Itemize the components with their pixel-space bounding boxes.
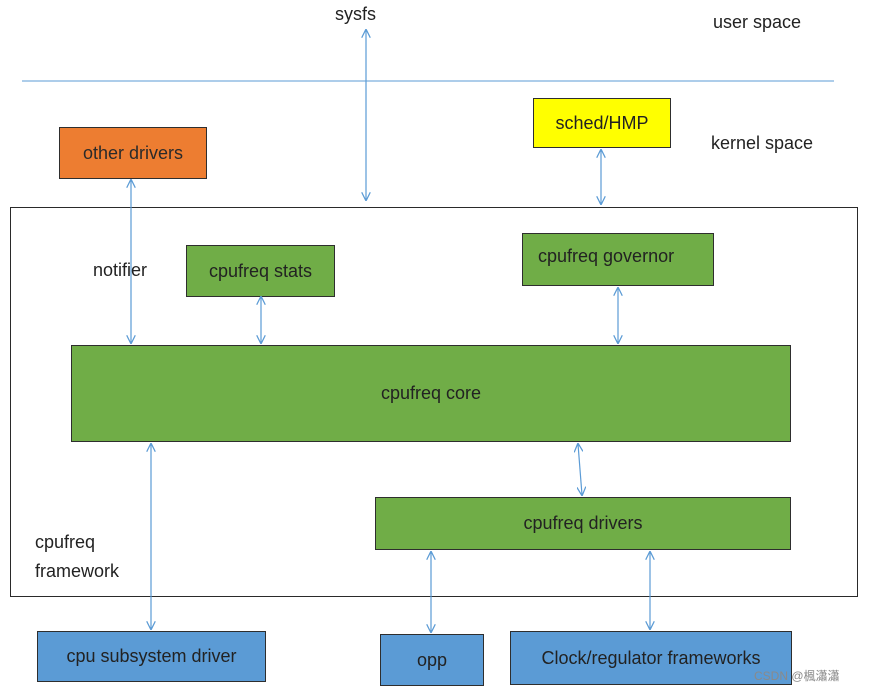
kernel-space-label: kernel space bbox=[711, 133, 814, 153]
framework-label-line1: cpufreq bbox=[35, 532, 96, 552]
cpufreq-core-box: cpufreq core bbox=[71, 345, 791, 442]
sched-hmp-box: sched/HMP bbox=[533, 98, 671, 148]
sysfs-label: sysfs bbox=[335, 4, 377, 24]
clock-regulator-frameworks-box: Clock/regulator frameworks bbox=[510, 631, 792, 685]
cpufreq-stats-box: cpufreq stats bbox=[186, 245, 335, 297]
cpu-subsystem-driver-box: cpu subsystem driver bbox=[37, 631, 266, 682]
arrow-core-drivers bbox=[578, 444, 582, 495]
notifier-label: notifier bbox=[93, 260, 148, 280]
other-drivers-box: other drivers bbox=[59, 127, 207, 179]
user-space-label: user space bbox=[713, 12, 802, 32]
opp-box: opp bbox=[380, 634, 484, 686]
cpufreq-governor-box: cpufreq governor bbox=[522, 233, 714, 286]
framework-label-line2: framework bbox=[35, 561, 120, 581]
csdn-watermark: CSDN @楓瀟瀟 bbox=[754, 669, 840, 683]
cpufreq-drivers-box: cpufreq drivers bbox=[375, 497, 791, 550]
